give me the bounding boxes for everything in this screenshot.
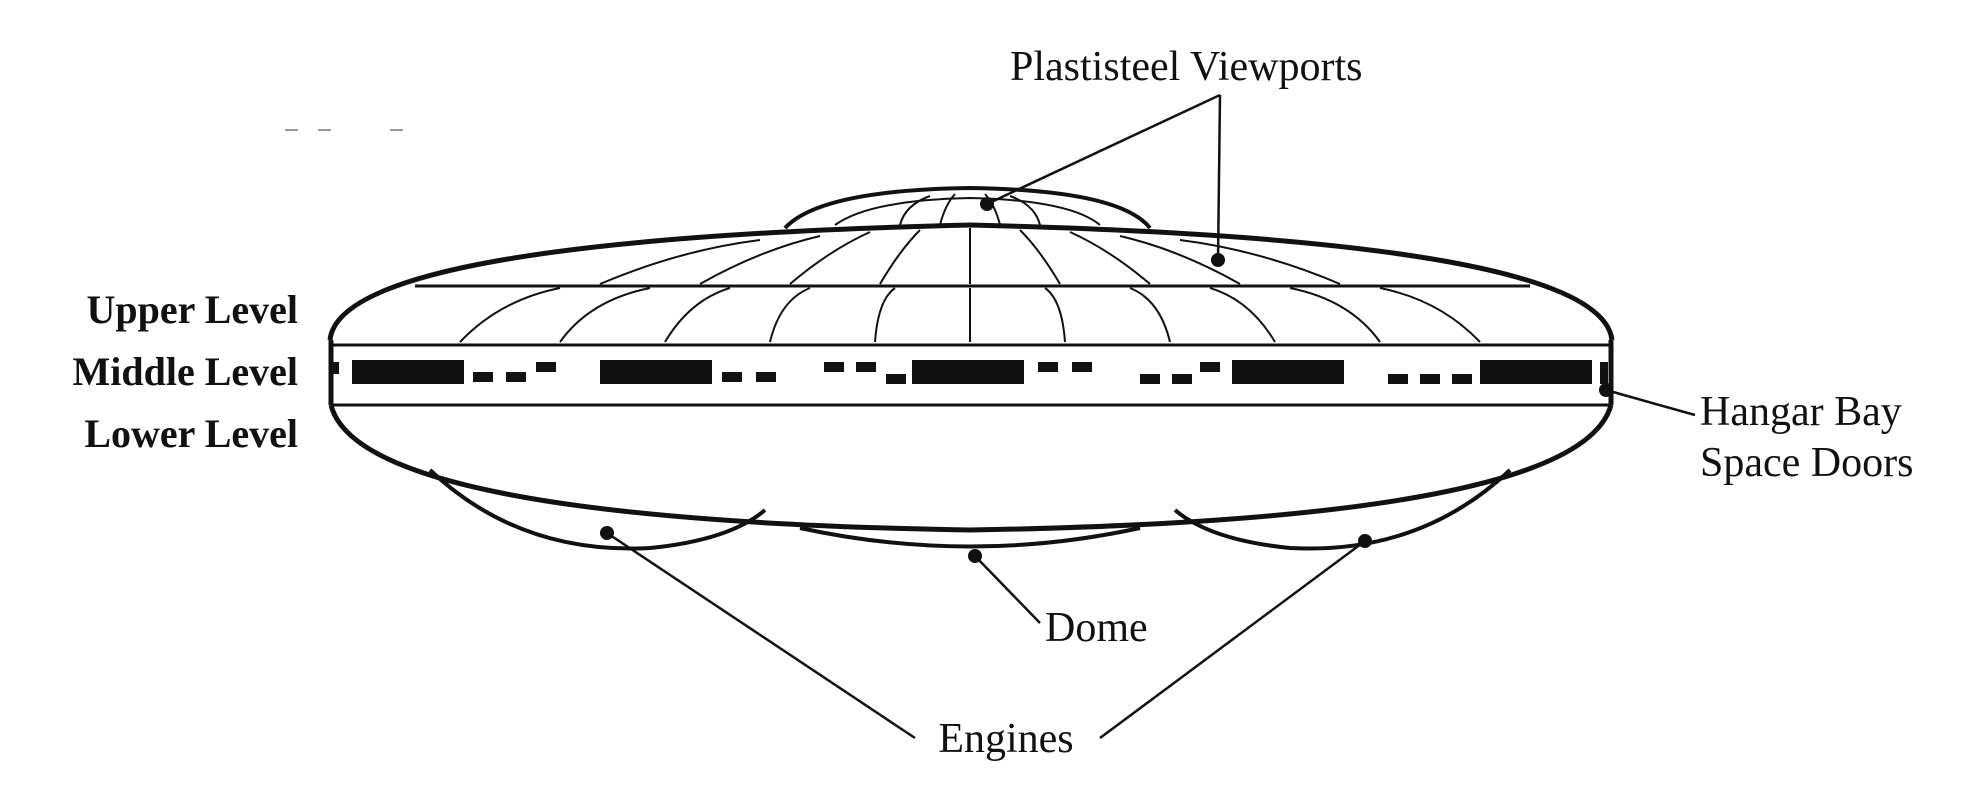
upper-level-ribs xyxy=(459,228,1481,343)
middle-level-windows xyxy=(333,360,1608,384)
label-middle-level: Middle Level xyxy=(72,349,298,394)
label-hangar-bay-line2: Space Doors xyxy=(1700,440,1913,486)
label-engines: Engines xyxy=(938,716,1073,762)
label-plastisteel-viewports: Plastisteel Viewports xyxy=(1010,44,1363,90)
dome-dot xyxy=(968,549,982,563)
leader-dots xyxy=(600,197,1613,563)
label-hangar-bay-line1: Hangar Bay xyxy=(1700,389,1902,435)
cupola xyxy=(783,185,1152,230)
viewport-dot-hull xyxy=(1211,253,1225,267)
saucer-bottom-hull xyxy=(328,404,1614,533)
hangar-bay-dot xyxy=(1599,383,1613,397)
leader-lines xyxy=(606,93,1696,740)
label-lower-level: Lower Level xyxy=(84,411,298,456)
saucer-top-rim xyxy=(327,222,1615,341)
label-upper-level: Upper Level xyxy=(87,287,298,332)
cupola-inner xyxy=(834,196,1101,226)
engine-dot-left xyxy=(600,526,614,540)
viewport-dot-cupola xyxy=(980,197,994,211)
engine-left xyxy=(428,468,767,551)
engine-dot-right xyxy=(1358,534,1372,548)
cupola-ribs xyxy=(899,193,1041,226)
lower-dome xyxy=(799,526,1141,549)
engine-right xyxy=(1173,468,1512,551)
label-dome: Dome xyxy=(1045,605,1148,651)
